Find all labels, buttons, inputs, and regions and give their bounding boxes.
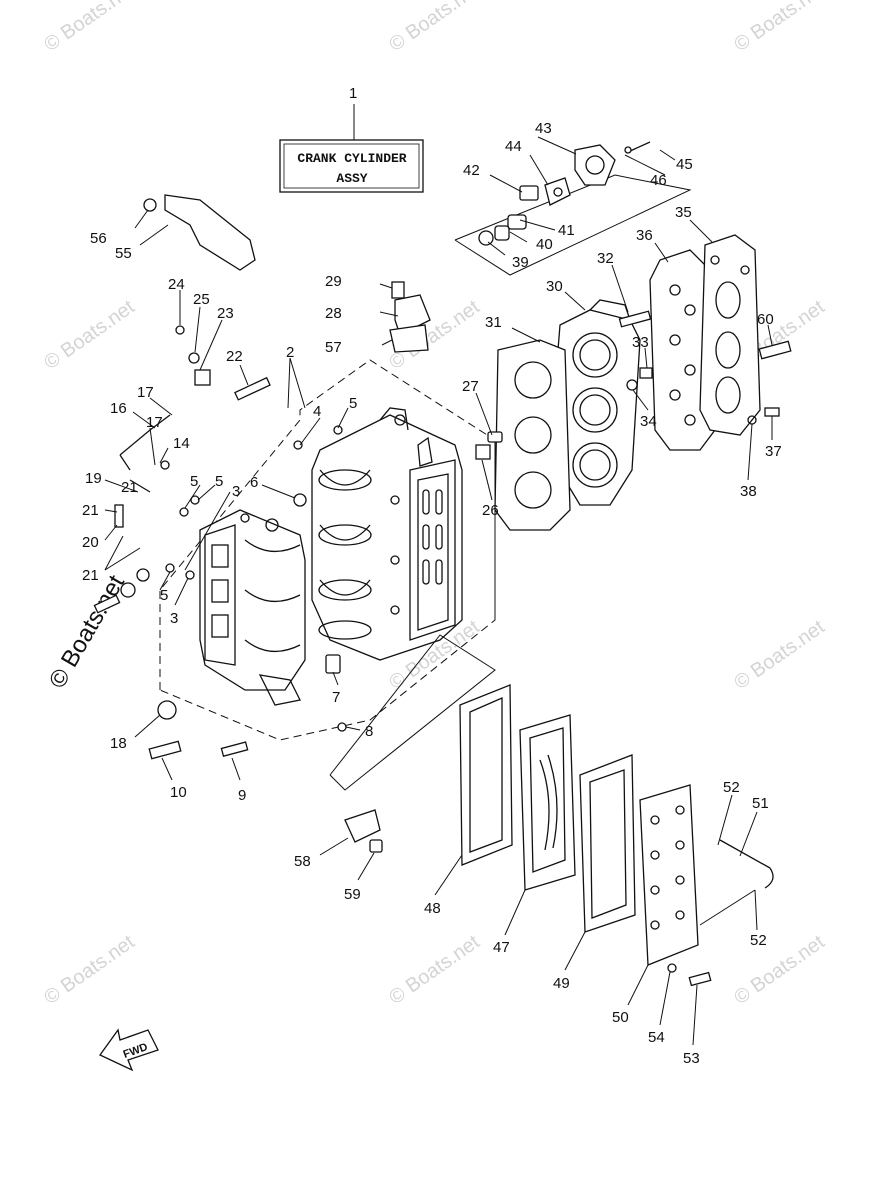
callout-48: 48	[424, 900, 441, 917]
callout-39: 39	[512, 254, 529, 271]
exhaust-cover-plates	[329, 634, 699, 966]
cylinder-head-gasket	[649, 249, 716, 451]
callout-42: 42	[463, 162, 480, 179]
callout-41: 41	[558, 222, 575, 239]
cylinder-block	[557, 299, 641, 506]
watermark: © Boats.net	[40, 931, 139, 1009]
fwd-arrow: FWD	[99, 1028, 159, 1072]
callout-21: 21	[82, 567, 99, 584]
callout-5: 5	[190, 473, 198, 490]
callout-30: 30	[546, 278, 563, 295]
callout-16: 16	[110, 400, 127, 417]
watermark: © Boats.net	[385, 931, 484, 1009]
callout-27: 27	[462, 378, 479, 395]
callout-51: 51	[752, 795, 769, 812]
head-gasket	[494, 339, 571, 531]
callout-29: 29	[325, 273, 342, 290]
callout-1: 1	[349, 85, 357, 102]
callout-21: 21	[82, 502, 99, 519]
callout-2: 2	[286, 344, 294, 361]
callout-58: 58	[294, 853, 311, 870]
callout-18: 18	[110, 735, 127, 752]
callout-3: 3	[170, 610, 178, 627]
callout-17: 17	[137, 384, 154, 401]
callout-6: 6	[250, 474, 258, 491]
callout-56: 56	[90, 230, 107, 247]
callout-57: 57	[325, 339, 342, 356]
callout-49: 49	[553, 975, 570, 992]
callout-54: 54	[648, 1029, 665, 1046]
callout-25: 25	[193, 291, 210, 308]
callout-37: 37	[765, 443, 782, 460]
callout-14: 14	[173, 435, 190, 452]
callout-7: 7	[332, 689, 340, 706]
watermark: © Boats.net	[40, 0, 139, 56]
callout-19: 19	[85, 470, 102, 487]
callout-50: 50	[612, 1009, 629, 1026]
watermark: © Boats.net	[730, 616, 829, 694]
callout-47: 47	[493, 939, 510, 956]
watermark: © Boats.net	[730, 931, 829, 1009]
callout-52: 52	[750, 932, 767, 949]
title-box: CRANK CYLINDER ASSY	[279, 104, 424, 193]
callout-33: 33	[632, 334, 649, 351]
callout-36: 36	[636, 227, 653, 244]
callout-46: 46	[650, 172, 667, 189]
callout-10: 10	[170, 784, 187, 801]
callout-8: 8	[365, 723, 373, 740]
callout-53: 53	[683, 1050, 700, 1067]
crankcase-left-half	[199, 509, 306, 706]
callout-45: 45	[676, 156, 693, 173]
callout-35: 35	[675, 204, 692, 221]
callout-40: 40	[536, 236, 553, 253]
callout-34: 34	[640, 413, 657, 430]
callout-21: 21	[121, 479, 138, 496]
watermark: © Boats.net	[40, 296, 139, 374]
callout-5: 5	[349, 395, 357, 412]
thermostat-group	[454, 141, 692, 276]
callout-20: 20	[82, 534, 99, 551]
callout-32: 32	[597, 250, 614, 267]
leader-lines	[104, 136, 773, 1046]
callout-55: 55	[115, 245, 132, 262]
callout-59: 59	[344, 886, 361, 903]
watermark-prominent: © Boats.net	[44, 570, 130, 693]
crankcase-right-half	[311, 407, 463, 661]
callout-3: 3	[232, 483, 240, 500]
callout-9: 9	[238, 787, 246, 804]
callout-28: 28	[325, 305, 342, 322]
callout-17: 17	[146, 414, 163, 431]
assembly-outline	[159, 357, 496, 741]
title-line-1: CRANK CYLINDER	[297, 151, 406, 166]
callout-22: 22	[226, 348, 243, 365]
callout-31: 31	[485, 314, 502, 331]
watermark: © Boats.net	[730, 0, 829, 56]
callout-24: 24	[168, 276, 185, 293]
callout-5: 5	[160, 587, 168, 604]
bracket	[143, 194, 256, 271]
callout-52: 52	[723, 779, 740, 796]
callout-5: 5	[215, 473, 223, 490]
cylinder-head-cover	[699, 234, 761, 436]
callout-38: 38	[740, 483, 757, 500]
watermark: © Boats.net	[385, 0, 484, 56]
callout-labels: 1 43 44 42 45 46 41 40 39 35 36 32 30 31…	[82, 85, 782, 1067]
callout-23: 23	[217, 305, 234, 322]
callout-60: 60	[757, 311, 774, 328]
callout-43: 43	[535, 120, 552, 137]
callout-26: 26	[482, 502, 499, 519]
cover-28	[389, 281, 431, 353]
callout-44: 44	[505, 138, 522, 155]
title-line-2: ASSY	[336, 171, 367, 186]
callout-4: 4	[313, 403, 321, 420]
